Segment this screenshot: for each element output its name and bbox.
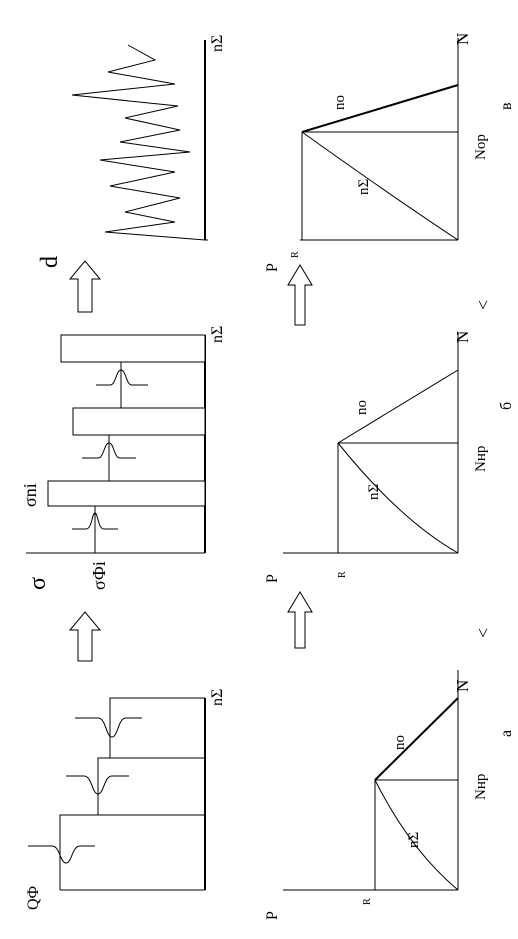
y-axis-label: QФ <box>25 886 42 910</box>
bell-curve-2 <box>66 775 129 795</box>
n-o-line <box>337 369 459 444</box>
n-break-label: Nнр <box>473 774 489 800</box>
n-sigma-curve <box>337 442 459 554</box>
caption-a: а <box>498 730 515 737</box>
bar-2 <box>72 407 206 436</box>
x-axis-label: nΣ <box>209 35 226 52</box>
r-label: R <box>290 251 301 258</box>
n-sigma-label: nΣ <box>366 484 382 500</box>
bar-1 <box>47 480 206 507</box>
bar-3 <box>60 334 206 363</box>
arrow-right-icon <box>287 591 313 649</box>
x-axis-label: nΣ <box>209 689 226 706</box>
n-o-line <box>374 697 459 781</box>
bell-curve-3 <box>75 717 142 738</box>
n-sigma-label: nΣ <box>406 832 422 848</box>
n-o-label: no <box>354 400 370 415</box>
arrow-right-icon <box>68 260 102 313</box>
arrow-right-icon <box>287 264 313 326</box>
n-sigma-curve <box>301 131 459 241</box>
panel-b-top: σ σФi σni nΣ <box>20 326 226 590</box>
x-axis-label: N <box>453 680 472 692</box>
bar-1 <box>59 814 205 890</box>
arrow-mark: < <box>473 628 493 638</box>
n-sigma-label: nΣ <box>356 179 372 195</box>
x-axis-label: N <box>453 331 472 343</box>
r-label: R <box>337 571 348 578</box>
bell-curve-1 <box>28 845 95 864</box>
sigma-ni-label: σni <box>20 483 40 507</box>
panel-b-bottom: P R N nΣ no Nнр б < <box>264 300 515 583</box>
bell-curve-3 <box>96 369 148 386</box>
panel-a-bottom: P R N nΣ no Nнр а < <box>264 628 515 920</box>
y-axis-label: P <box>264 263 281 272</box>
caption-b: б <box>498 402 515 410</box>
n-o-label: no <box>332 95 348 110</box>
r-label: R <box>362 898 373 905</box>
bar-2 <box>97 757 205 815</box>
n-break-label: Nнр <box>473 446 489 472</box>
arrow-right-icon <box>68 611 102 662</box>
panel-a-top: QФ nΣ <box>25 689 226 910</box>
x-axis-label: nΣ <box>209 326 226 343</box>
arrow-mark: < <box>473 300 493 310</box>
n-break-label: Nор <box>473 134 489 160</box>
zigzag-trace <box>71 44 206 241</box>
y-axis-label: σ <box>25 577 51 590</box>
n-o-label: no <box>392 735 408 750</box>
n-o-line <box>301 84 459 133</box>
y-axis-label: P <box>264 911 281 920</box>
bell-curve-2 <box>82 442 136 459</box>
y-axis-label: d <box>37 256 63 268</box>
y-axis-label: P <box>264 574 281 583</box>
panel-c-bottom: P R N nΣ no Nор в <box>264 33 515 272</box>
bar-3 <box>109 697 205 758</box>
n-sigma-curve <box>374 779 459 891</box>
sigma-fi-label: σФi <box>89 561 109 590</box>
panel-c-top: d nΣ <box>37 35 226 268</box>
caption-c: в <box>498 102 515 110</box>
x-axis-label: N <box>453 33 472 45</box>
bell-curve-1 <box>72 512 118 530</box>
